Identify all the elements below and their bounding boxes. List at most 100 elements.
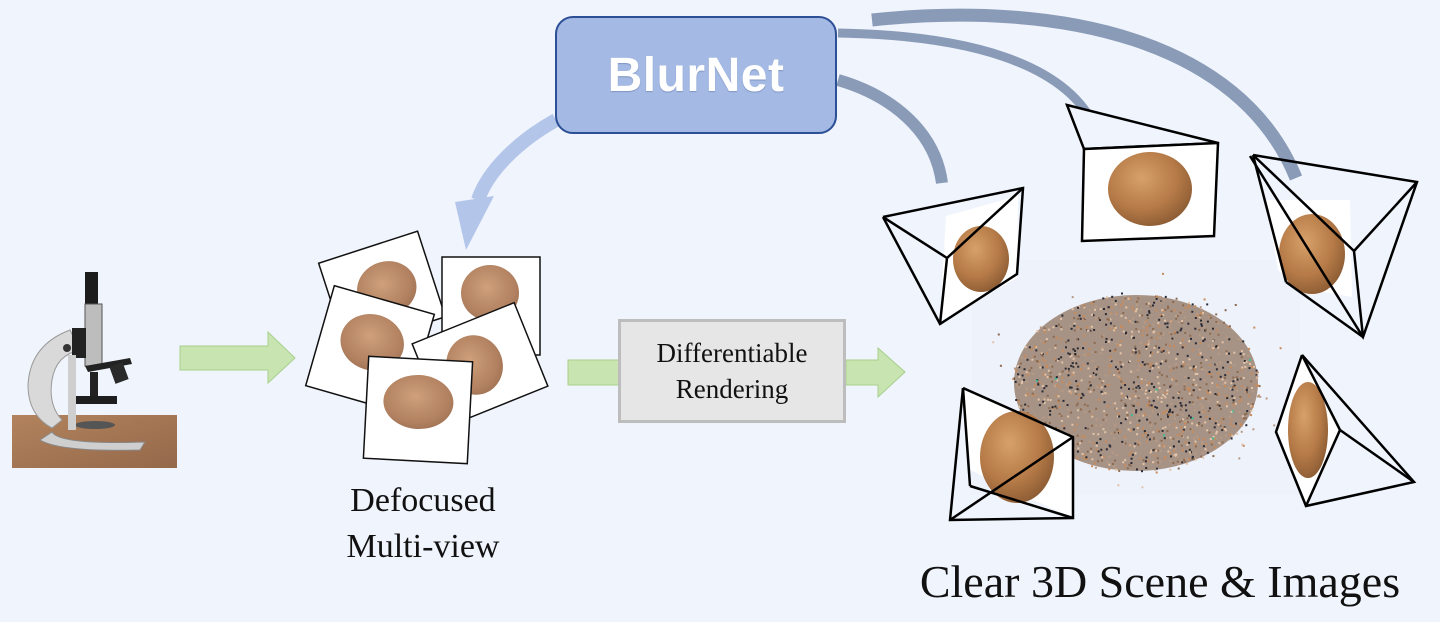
point-cloud-point	[1056, 336, 1059, 339]
point-cloud-point	[1102, 380, 1105, 383]
point-cloud-point	[1134, 352, 1137, 355]
point-cloud-point	[1227, 325, 1230, 328]
point-cloud-point	[1119, 344, 1122, 346]
point-cloud-point	[1184, 422, 1187, 425]
point-cloud-point	[1158, 430, 1161, 433]
point-cloud-point	[1094, 371, 1097, 374]
point-cloud-point	[1246, 410, 1249, 413]
point-cloud-point	[1091, 359, 1094, 362]
point-cloud-point	[1226, 361, 1229, 364]
point-cloud-point	[1228, 325, 1231, 328]
point-cloud-point	[1033, 345, 1036, 348]
point-cloud-point	[1201, 336, 1204, 339]
point-cloud-point	[1238, 410, 1241, 413]
point-cloud-point	[1167, 413, 1170, 416]
point-cloud-point	[1101, 348, 1104, 351]
point-cloud-point	[1103, 415, 1106, 418]
point-cloud-point	[1160, 391, 1163, 393]
point-cloud-point	[1069, 386, 1071, 389]
point-cloud-point	[1258, 394, 1260, 397]
point-cloud-point	[1198, 388, 1201, 391]
point-cloud-point	[1095, 373, 1098, 376]
point-cloud-point	[1162, 331, 1165, 334]
point-cloud-point	[1041, 358, 1044, 361]
point-cloud-point	[1194, 445, 1197, 448]
point-cloud-point	[1155, 309, 1158, 312]
point-cloud-point	[1153, 386, 1156, 389]
point-cloud-point	[1104, 431, 1107, 434]
point-cloud-point	[1124, 464, 1126, 467]
point-cloud-point	[1130, 321, 1133, 324]
point-cloud-point	[1167, 307, 1170, 310]
point-cloud-point	[1216, 404, 1219, 406]
point-cloud-point	[1175, 357, 1178, 360]
point-cloud-point	[1124, 404, 1127, 407]
renderer-label-line1: Differentiable	[656, 338, 808, 368]
arrow-views-to-renderer	[567, 359, 621, 386]
point-cloud-point	[1055, 376, 1058, 379]
point-cloud-point	[1138, 387, 1141, 390]
point-cloud-point	[1076, 338, 1079, 341]
point-cloud-point	[1057, 399, 1060, 402]
point-cloud-point	[1211, 417, 1214, 420]
point-cloud-point	[1114, 361, 1116, 364]
point-cloud-point	[1252, 428, 1255, 431]
point-cloud-point	[1128, 387, 1130, 390]
point-cloud-point	[1252, 403, 1254, 406]
point-cloud-point	[1163, 384, 1166, 386]
point-cloud-point	[1045, 385, 1048, 387]
point-cloud-point	[1076, 326, 1079, 329]
point-cloud-point	[1095, 305, 1098, 308]
point-cloud-point	[1245, 412, 1248, 415]
point-cloud-point	[1061, 314, 1064, 317]
point-cloud-point	[1061, 390, 1064, 392]
point-cloud-point	[1053, 384, 1056, 387]
point-cloud-point	[1017, 400, 1020, 403]
point-cloud-point	[1128, 320, 1130, 323]
point-cloud-point	[1150, 424, 1153, 427]
point-cloud-point	[1034, 384, 1037, 387]
point-cloud-point	[1145, 347, 1148, 350]
point-cloud-point	[1162, 314, 1165, 317]
point-cloud-point	[1051, 380, 1054, 383]
point-cloud-point	[1090, 410, 1093, 413]
point-cloud-point	[1179, 432, 1182, 435]
point-cloud-point	[1147, 324, 1150, 326]
point-cloud-point	[1060, 415, 1063, 418]
point-cloud-point	[1071, 362, 1074, 365]
point-cloud-point	[1191, 310, 1194, 313]
point-cloud-point	[1225, 336, 1228, 339]
point-cloud-point	[1215, 313, 1218, 316]
point-cloud-point	[1102, 418, 1105, 421]
point-cloud-point	[1089, 375, 1092, 378]
point-cloud-point	[1096, 385, 1099, 388]
point-cloud-point	[1183, 458, 1185, 461]
point-cloud-point	[1175, 297, 1178, 300]
point-cloud-point	[1154, 406, 1157, 408]
point-cloud-point	[1147, 302, 1150, 305]
point-cloud-point	[1036, 330, 1039, 332]
point-cloud-point	[1138, 419, 1141, 422]
camera-frustum-top	[1064, 103, 1220, 243]
point-cloud-point	[1177, 434, 1180, 437]
point-cloud-point	[1205, 390, 1208, 393]
point-cloud-point	[1074, 359, 1077, 362]
point-cloud-point	[1041, 366, 1044, 369]
point-cloud-point	[1239, 352, 1242, 355]
point-cloud-point	[1108, 468, 1111, 471]
point-cloud-point	[1048, 375, 1051, 378]
point-cloud-point	[1170, 402, 1173, 405]
point-cloud-point	[1175, 317, 1178, 320]
point-cloud-point	[1188, 392, 1191, 395]
point-cloud-point	[1080, 379, 1083, 382]
point-cloud-point	[1196, 373, 1199, 375]
point-cloud-point	[1149, 366, 1152, 369]
point-cloud-point	[1135, 304, 1138, 307]
point-cloud-point	[1049, 363, 1052, 366]
point-cloud-point	[1167, 351, 1170, 354]
point-cloud-point	[1198, 411, 1201, 414]
point-cloud-point	[1243, 360, 1246, 362]
point-cloud-point	[1164, 319, 1166, 322]
point-cloud-point	[1097, 366, 1100, 369]
point-cloud-point	[1165, 353, 1168, 356]
